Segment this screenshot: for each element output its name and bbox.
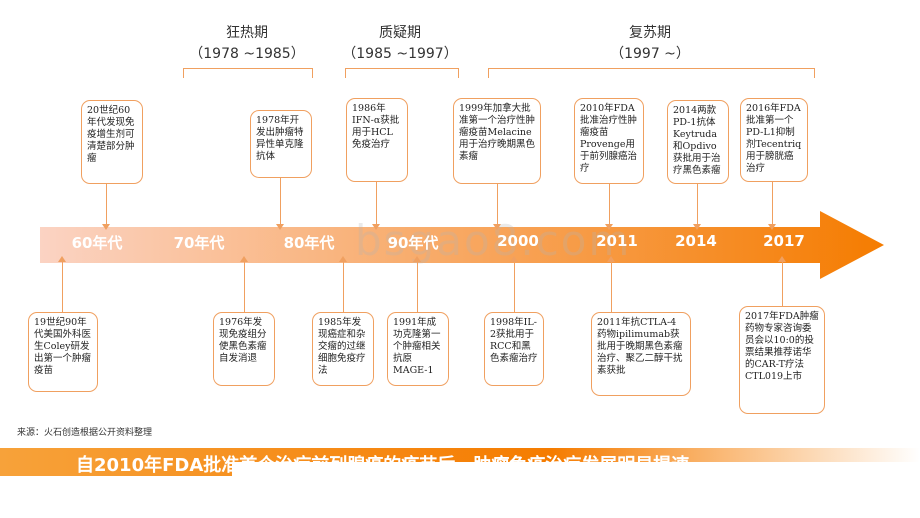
connector-1960s-head — [102, 224, 110, 230]
connector-1890s — [62, 262, 63, 312]
tick-2011: 2011 — [596, 232, 638, 250]
connector-1985 — [343, 262, 344, 312]
event-box-1998: 1998年IL-2获批用于RCC和黑色素瘤治疗 — [484, 312, 544, 386]
tick-2000: 2000 — [497, 232, 539, 250]
connector-2014-head — [693, 224, 701, 230]
connector-1985-head — [339, 256, 347, 262]
event-box-2011: 2011年抗CTLA-4药物ipilimumab获批用于晚期黑色素瘤治疗、聚乙二… — [591, 312, 691, 396]
source-footnote: 来源：火石创造根据公开资料整理 — [17, 428, 153, 438]
tick-90s: 90年代 — [387, 234, 439, 252]
connector-2017-head — [778, 256, 786, 262]
summary-banner: 自2010年FDA批准首个治疗前列腺癌的疫苗后，肿瘤免疫治疗发展明显提速 — [0, 438, 920, 488]
connector-2011-head — [607, 256, 615, 262]
connector-2017 — [782, 262, 783, 306]
phase-title-doubt: 质疑期 — [379, 25, 421, 41]
phase-bracket-frenzy — [183, 68, 313, 78]
connector-1978-head — [276, 224, 284, 230]
connector-1986 — [376, 182, 377, 226]
connector-1978 — [280, 178, 281, 226]
connector-1991-head — [413, 256, 421, 262]
timeline-arrow — [40, 211, 884, 279]
connector-1998 — [514, 262, 515, 312]
phase-bracket-doubt — [345, 68, 459, 78]
connector-1999 — [497, 184, 498, 226]
event-box-1960s: 20世纪60年代发现免疫增生剂可清楚部分肿瘤 — [81, 100, 143, 184]
connector-1976-head — [240, 256, 248, 262]
connector-2016-head — [768, 224, 776, 230]
connector-2016 — [772, 182, 773, 226]
connector-2014 — [697, 184, 698, 226]
phase-title-frenzy: 狂热期 — [226, 25, 268, 41]
connector-1999-head — [493, 224, 501, 230]
connector-2010 — [609, 184, 610, 226]
tick-2014: 2014 — [675, 232, 717, 250]
phase-range-recovery: （1997 ~） — [610, 46, 690, 62]
phase-title-recovery: 复苏期 — [629, 25, 671, 41]
event-box-1978: 1978年开发出肿瘤特异性单克隆抗体 — [250, 110, 312, 178]
connector-1960s — [106, 184, 107, 226]
tick-80s: 80年代 — [283, 234, 335, 252]
watermark: bsgao8.com — [355, 216, 632, 265]
banner-lower-mask — [232, 462, 920, 488]
banner-text: 自2010年FDA批准首个治疗前列腺癌的疫苗后，肿瘤免疫治疗发展明显提速 — [76, 455, 690, 476]
connector-1890s-head — [58, 256, 66, 262]
event-box-2010: 2010年FDA批准治疗性肿瘤疫苗Provenge用于前列腺癌治疗 — [574, 98, 644, 184]
connector-2011 — [611, 262, 612, 312]
connector-2010-head — [605, 224, 613, 230]
event-box-2014: 2014两款PD-1抗体Keytruda和Opdivo获批用于治疗黑色素瘤 — [667, 100, 729, 184]
connector-1991 — [417, 262, 418, 312]
tick-70s: 70年代 — [173, 234, 225, 252]
tick-2017: 2017 — [763, 232, 805, 250]
connector-1976 — [244, 262, 245, 312]
event-box-1985: 1985年发现癌症和杂交瘤的过继细胞免疫疗法 — [312, 312, 374, 386]
connector-1986-head — [372, 224, 380, 230]
event-box-2016: 2016年FDA批准第一个PD-L1抑制剂Tecentriq用于膀胱癌治疗 — [740, 98, 808, 182]
phase-range-doubt: （1985 ~1997） — [342, 46, 458, 62]
phase-bracket-recovery — [488, 68, 815, 78]
connector-1998-head — [510, 256, 518, 262]
tick-60s: 60年代 — [71, 234, 123, 252]
event-box-1991: 1991年成功克隆第一个肿瘤相关抗原MAGE-1 — [387, 312, 449, 386]
event-box-2017: 2017年FDA肿瘤药物专家咨询委员会以10:0的投票结果推荐诺华的CAR-T疗… — [739, 306, 825, 414]
timeline-arrow-shape — [40, 211, 884, 279]
event-box-1976: 1976年发现免疫组分使黑色素瘤自发消退 — [213, 312, 275, 386]
phase-range-frenzy: （1978 ~1985） — [189, 46, 305, 62]
event-box-1999: 1999年加拿大批准第一个治疗性肿瘤疫苗Melacine用于治疗晚期黑色素瘤 — [453, 98, 541, 184]
event-box-1986: 1986年IFN-α获批用于HCL免疫治疗 — [346, 98, 408, 182]
event-box-1890s: 19世纪90年代美国外科医生Coley研发出第一个肿瘤疫苗 — [28, 312, 98, 392]
